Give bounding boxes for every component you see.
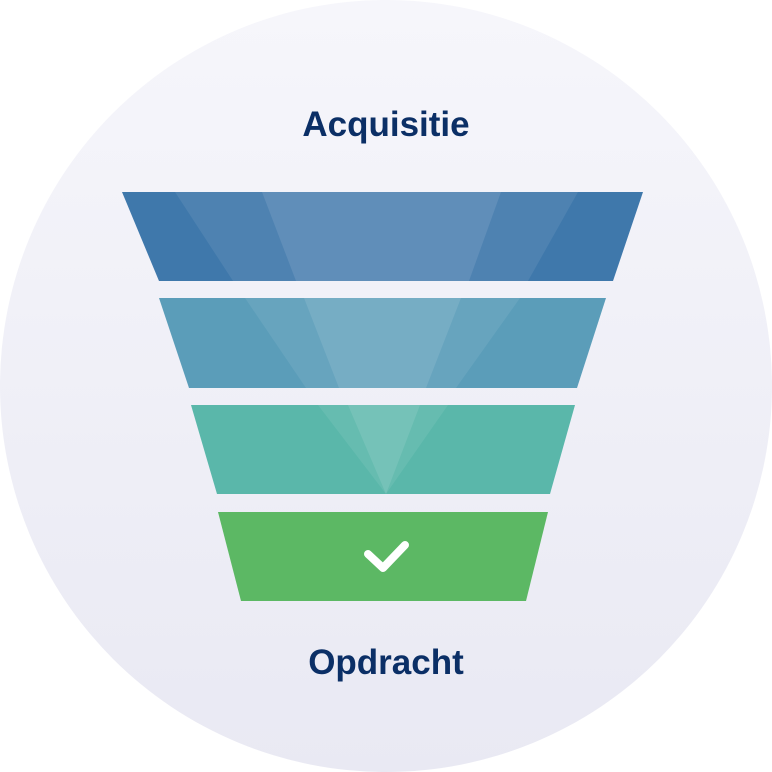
funnel-top-label: Acquisitie	[302, 105, 470, 144]
check-icon	[364, 541, 409, 572]
funnel-stage-4	[218, 512, 548, 601]
funnel-bottom-label: Opdracht	[308, 643, 464, 682]
funnel-stage-1	[122, 192, 643, 281]
funnel-stage-2	[159, 298, 606, 388]
funnel-stage-3	[191, 405, 575, 494]
